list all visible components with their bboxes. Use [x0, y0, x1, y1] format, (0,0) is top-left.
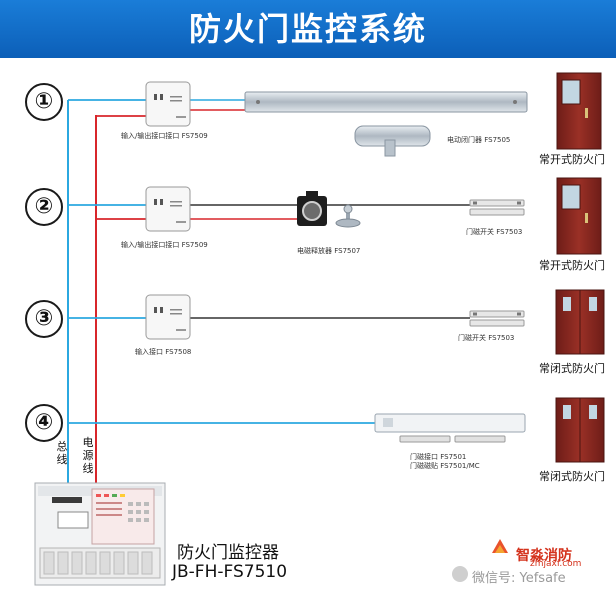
- input-module-3: [145, 294, 191, 340]
- door-4-label: 常闭式防火门: [539, 470, 605, 483]
- controller-name: 防火门监控器: [177, 543, 279, 563]
- watermark-logo: [452, 539, 508, 582]
- row3-switch-label: 门磁开关 FS7503: [458, 334, 515, 342]
- door-magnet-interface: [374, 413, 526, 443]
- bus-line-label: 总线: [56, 440, 68, 466]
- magnetic-switch-3: [469, 310, 525, 327]
- magnetic-switch-2: [469, 199, 525, 216]
- door-4-double-closed: [555, 397, 605, 463]
- row1-closer-label: 电动闭门器 FS7505: [447, 136, 511, 144]
- row2-switch-label: 门磁开关 FS7503: [466, 228, 523, 236]
- watermark-brand: 智淼消防: [516, 548, 572, 564]
- row-number-4: ④: [25, 404, 63, 442]
- electromagnetic-releaser: [297, 191, 361, 228]
- watermark-domain: zmjaxf.com: [530, 559, 582, 569]
- row2-module-label: 输入/输出接口接口 FS7509: [121, 241, 208, 249]
- door-3-label: 常闭式防火门: [539, 362, 605, 375]
- row4-magnet-label: 门磁磁贴 FS7501/MC: [410, 462, 480, 470]
- door-1-single-open: [556, 72, 602, 150]
- door-2-label: 常开式防火门: [539, 259, 605, 272]
- row-number-2: ②: [25, 188, 63, 226]
- row1-module-label: 输入/输出接口接口 FS7509: [121, 132, 208, 140]
- controller-slot-row: [43, 551, 153, 575]
- row2-releaser-label: 电磁释放器 FS7507: [297, 247, 361, 255]
- controller-model: JB-FH-FS7510: [172, 562, 288, 582]
- controller-indicator-grid: [96, 494, 149, 522]
- row-number-1: ①: [25, 83, 63, 121]
- row3-module-label: 输入接口 FS7508: [135, 348, 192, 356]
- door-1-label: 常开式防火门: [539, 153, 605, 166]
- door-closer: [244, 91, 528, 157]
- page-title: 防火门监控系统: [188, 10, 427, 48]
- door-3-double-closed: [555, 289, 605, 355]
- door-2-single-open: [556, 177, 602, 255]
- io-module-2: [145, 186, 191, 232]
- header-banner: [0, 0, 616, 58]
- row4-interface-label: 门磁接口 FS7501: [410, 453, 467, 461]
- row-number-3: ③: [25, 300, 63, 338]
- power-line-label: 电源线: [82, 436, 94, 475]
- fire-door-controller-cabinet: [34, 482, 166, 586]
- watermark-wechat: 微信号: Yefsafe: [472, 571, 566, 586]
- io-module-1: [145, 81, 191, 127]
